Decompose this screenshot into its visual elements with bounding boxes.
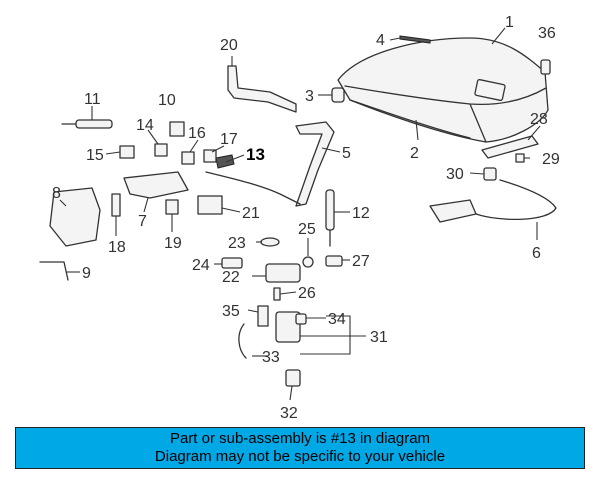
- banner-line-1: Part or sub-assembly is #13 in diagram: [169, 430, 431, 447]
- part-16-bracket: [181, 151, 195, 165]
- callout-14: 14: [136, 117, 154, 134]
- part-13-pad: [215, 154, 235, 169]
- part-30-bumper: [483, 167, 497, 181]
- callout-21: 21: [242, 205, 260, 222]
- banner-line-2: Diagram may not be specific to your vehi…: [154, 448, 446, 465]
- part-35-bracket: [257, 305, 269, 327]
- parts-diagram: 1 2 3 4 5 6 7 8 9 10 11 12 13 14 15 16 1…: [39, 14, 560, 422]
- callout-2: 2: [410, 145, 419, 162]
- callout-18: 18: [108, 239, 126, 256]
- callout-27: 27: [352, 253, 370, 270]
- callout-34: 34: [328, 311, 346, 328]
- part-25-screw: [302, 256, 314, 268]
- part-23-grommet: [260, 237, 280, 247]
- callout-numbers: 1 2 3 4 5 6 7 8 9 10 11 12 13 14 15 16 1…: [52, 14, 560, 422]
- part-7-latch: [123, 171, 189, 199]
- part-31-motor: [275, 311, 301, 343]
- part-34-cap: [295, 313, 307, 325]
- part-3-stop: [331, 87, 345, 103]
- trunk-lid: [337, 37, 549, 143]
- callout-3: 3: [305, 88, 314, 105]
- callout-8: 8: [52, 185, 61, 202]
- callout-29: 29: [542, 151, 560, 168]
- callout-12: 12: [352, 205, 370, 222]
- part-6-release: [429, 199, 477, 223]
- callout-26: 26: [298, 285, 316, 302]
- callout-20: 20: [220, 37, 238, 54]
- part-26-pin: [273, 287, 281, 301]
- callout-32: 32: [280, 405, 298, 422]
- callout-13: 13: [246, 145, 265, 164]
- callout-35: 35: [222, 303, 240, 320]
- callout-7: 7: [138, 213, 147, 230]
- callout-17: 17: [220, 131, 238, 148]
- callout-4: 4: [376, 32, 385, 49]
- callout-25: 25: [298, 221, 316, 238]
- info-banner: Part or sub-assembly is #13 in diagram D…: [15, 427, 585, 469]
- part-9-rod: [39, 261, 69, 281]
- part-20-hinge-arm: [227, 65, 297, 113]
- part-32-plug: [285, 369, 301, 387]
- callout-5: 5: [342, 145, 351, 162]
- callout-6: 6: [532, 245, 541, 262]
- part-10-bracket: [169, 121, 185, 137]
- leader-lines: [59, 27, 541, 401]
- part-5-hinge: [295, 121, 335, 207]
- part-22-actuator: [265, 263, 301, 283]
- callout-22: 22: [222, 269, 240, 286]
- part-14-bracket: [154, 143, 168, 157]
- callout-11: 11: [84, 91, 101, 108]
- callout-19: 19: [164, 235, 182, 252]
- part-4-emblem: [399, 35, 431, 44]
- part-18-link: [111, 193, 121, 217]
- part-36-clip: [540, 59, 551, 75]
- callout-30: 30: [446, 166, 464, 183]
- part-17-bracket: [203, 149, 217, 163]
- part-24-cover: [221, 257, 243, 269]
- part-21-crossbar: [205, 171, 301, 205]
- part-6-cable: [475, 179, 557, 221]
- callout-15: 15: [86, 147, 104, 164]
- callout-36: 36: [538, 25, 556, 42]
- callout-28: 28: [530, 111, 548, 128]
- part-27-switch: [325, 255, 343, 267]
- part-19-clip: [165, 199, 179, 215]
- part-12-strut: [325, 189, 335, 247]
- callout-1: 1: [505, 14, 514, 31]
- part-21-bracket: [197, 195, 223, 215]
- callout-24: 24: [192, 257, 210, 274]
- part-33-cable: [238, 323, 247, 359]
- callout-33: 33: [262, 349, 280, 366]
- callout-9: 9: [82, 265, 91, 282]
- part-15-bracket: [119, 145, 135, 159]
- callout-31: 31: [370, 329, 388, 346]
- part-28-striker: [481, 135, 539, 159]
- part-29-screw: [515, 153, 525, 163]
- callout-10: 10: [158, 92, 176, 109]
- callout-23: 23: [228, 235, 246, 252]
- callout-16: 16: [188, 125, 206, 142]
- part-11-strut: [61, 119, 113, 129]
